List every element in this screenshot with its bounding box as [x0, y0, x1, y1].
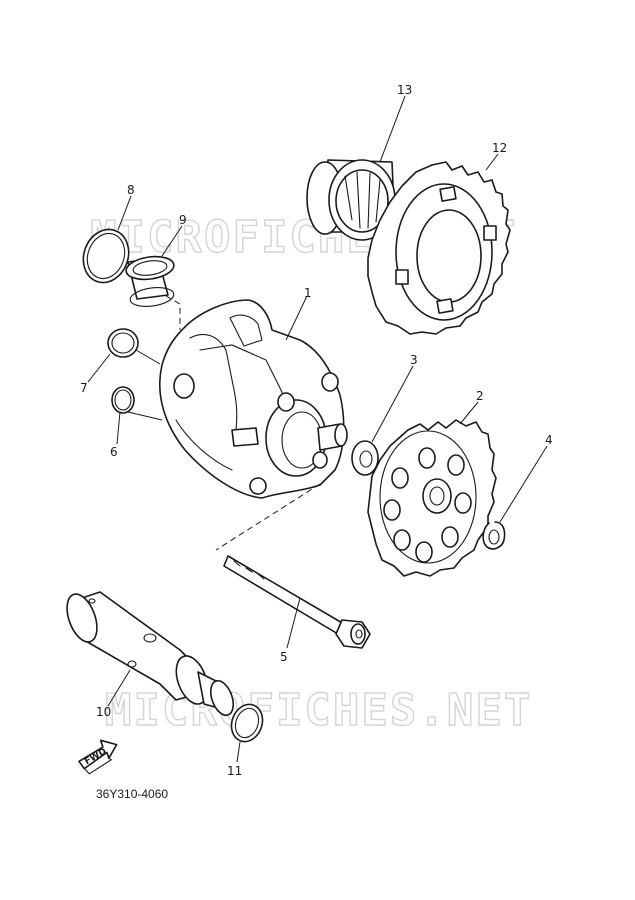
callout-5: 5 [280, 650, 288, 664]
callout-11: 11 [227, 764, 242, 778]
part-5-bolt [223, 555, 371, 649]
leader-lines [87, 95, 548, 763]
callout-9: 9 [179, 213, 187, 227]
part-9-bushing [125, 255, 175, 307]
diagram-code: 36Y310-4060 [96, 787, 169, 801]
part-2-gear [367, 419, 497, 577]
alignment-line-bushing [165, 295, 181, 330]
part-6-o-ring [111, 386, 135, 414]
callout-1: 1 [304, 286, 312, 300]
part-7-o-ring [107, 328, 139, 358]
fwd-arrow-icon: FWD [78, 739, 118, 775]
callout-7: 7 [80, 381, 88, 395]
callout-12: 12 [492, 141, 507, 155]
callout-6: 6 [110, 445, 118, 459]
part-3-washer [351, 440, 379, 476]
part-12-gear [367, 161, 511, 335]
callout-3: 3 [410, 353, 418, 367]
callout-10: 10 [96, 705, 111, 719]
part-4-circlip [482, 521, 506, 550]
callout-13: 13 [397, 83, 412, 97]
part-10-shaft [66, 591, 235, 717]
part-8-o-ring [82, 228, 130, 284]
callout-8: 8 [127, 183, 135, 197]
callout-4: 4 [545, 433, 553, 447]
part-11-o-ring [230, 703, 264, 743]
part-1-oil-pump [158, 299, 348, 499]
callout-2: 2 [476, 389, 484, 403]
alignment-line-bolt [215, 483, 321, 551]
